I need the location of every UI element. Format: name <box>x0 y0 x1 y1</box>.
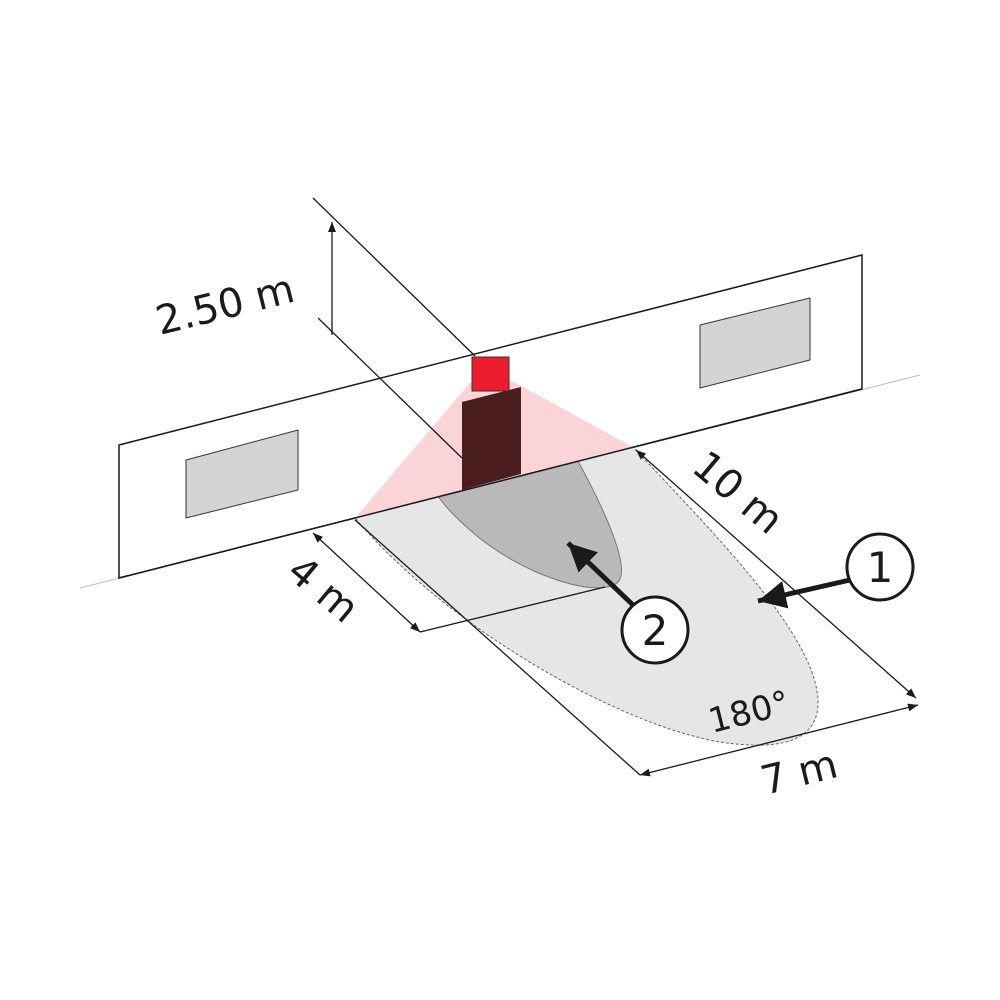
callout-1-arrow <box>757 577 851 609</box>
far-width-label: 7 m <box>756 741 842 804</box>
wall-bottom-edge <box>118 388 863 579</box>
far-width-arrow <box>639 703 919 777</box>
callout-2-arrow <box>566 541 635 607</box>
callout-1-label: 1 <box>867 543 894 592</box>
dimension-extension <box>312 197 476 357</box>
callout-1-circle <box>845 532 915 602</box>
callout-2-circle <box>620 595 690 665</box>
dimension-extension <box>317 317 463 459</box>
dimension-extension <box>419 586 606 633</box>
window-left <box>185 429 299 519</box>
near-width-arrow <box>312 532 421 633</box>
near-width-label: 4 m <box>279 547 368 632</box>
callout-2-label: 2 <box>642 606 669 655</box>
window-right <box>699 297 811 389</box>
sensor-icon <box>471 356 510 392</box>
dimension-extension <box>354 519 641 776</box>
sensor-mount-bar <box>462 387 521 490</box>
range-dimension-arrow <box>635 449 917 699</box>
height-label: 2.50 m <box>151 266 299 345</box>
